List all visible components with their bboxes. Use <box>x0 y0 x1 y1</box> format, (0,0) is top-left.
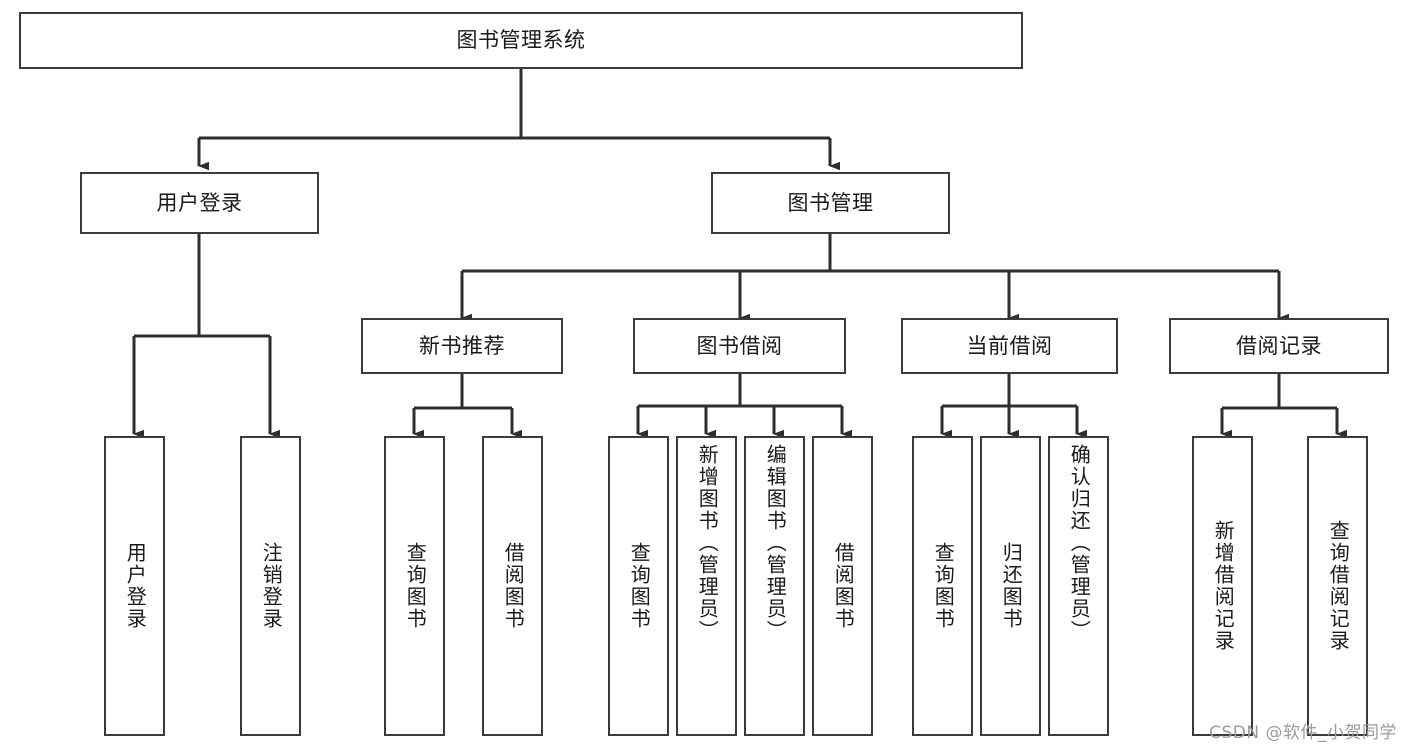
leaf-book-borrow-add[interactable]: 新增图书（管理员） <box>676 436 737 736</box>
leaf-current-borrow-query[interactable]: 查询图书 <box>912 436 973 736</box>
leaf-book-borrow-borrow[interactable]: 借阅图书 <box>812 436 873 736</box>
leaf-label-new-book-query: 查询图书 <box>403 542 428 630</box>
leaf-new-book-query[interactable]: 查询图书 <box>384 436 445 736</box>
leaf-book-borrow-edit[interactable]: 编辑图书（管理员） <box>744 436 805 736</box>
leaf-borrow-record-query[interactable]: 查询借阅记录 <box>1307 436 1368 736</box>
leaf-label-current-borrow-query: 查询图书 <box>931 542 956 630</box>
node-label-book-management: 图书管理 <box>787 190 874 215</box>
leaf-label-user-login-logout: 注销登录 <box>259 542 284 630</box>
node-label-user-login: 用户登录 <box>156 190 243 215</box>
leaf-book-borrow-query[interactable]: 查询图书 <box>608 436 669 736</box>
node-new-book-recommend[interactable]: 新书推荐 <box>361 318 563 374</box>
node-label-root: 图书管理系统 <box>456 28 586 53</box>
leaf-label-current-borrow-return: 归还图书 <box>999 542 1024 630</box>
leaf-label-user-login-login: 用户登录 <box>123 542 148 630</box>
leaf-user-login-logout[interactable]: 注销登录 <box>240 436 301 736</box>
leaf-label-borrow-record-add: 新增借阅记录 <box>1211 520 1236 652</box>
leaf-borrow-record-add[interactable]: 新增借阅记录 <box>1192 436 1253 736</box>
leaf-label-book-borrow-edit: 编辑图书（管理员） <box>763 444 788 642</box>
node-label-borrow-record: 借阅记录 <box>1236 333 1322 358</box>
leaf-current-borrow-confirm-return[interactable]: 确认归还（管理员） <box>1048 436 1109 736</box>
leaf-label-new-book-borrow: 借阅图书 <box>501 542 526 630</box>
node-user-login[interactable]: 用户登录 <box>80 172 319 234</box>
leaf-label-current-borrow-confirm-return: 确认归还（管理员） <box>1067 444 1092 642</box>
leaf-label-book-borrow-add: 新增图书（管理员） <box>695 444 720 642</box>
node-book-borrow[interactable]: 图书借阅 <box>633 318 846 374</box>
leaf-label-book-borrow-query: 查询图书 <box>627 542 652 630</box>
leaf-label-book-borrow-borrow: 借阅图书 <box>831 542 856 630</box>
node-root-book-management-system[interactable]: 图书管理系统 <box>19 12 1023 69</box>
leaf-label-borrow-record-query: 查询借阅记录 <box>1326 520 1351 652</box>
node-book-management[interactable]: 图书管理 <box>711 172 950 234</box>
node-borrow-record[interactable]: 借阅记录 <box>1169 318 1389 374</box>
node-label-new-book-recommend: 新书推荐 <box>419 333 505 358</box>
leaf-user-login-login[interactable]: 用户登录 <box>104 436 165 736</box>
leaf-new-book-borrow[interactable]: 借阅图书 <box>482 436 543 736</box>
node-label-book-borrow: 图书借阅 <box>696 333 783 358</box>
leaf-current-borrow-return[interactable]: 归还图书 <box>980 436 1041 736</box>
node-label-current-borrow: 当前借阅 <box>966 333 1053 358</box>
node-current-borrow[interactable]: 当前借阅 <box>901 318 1118 374</box>
